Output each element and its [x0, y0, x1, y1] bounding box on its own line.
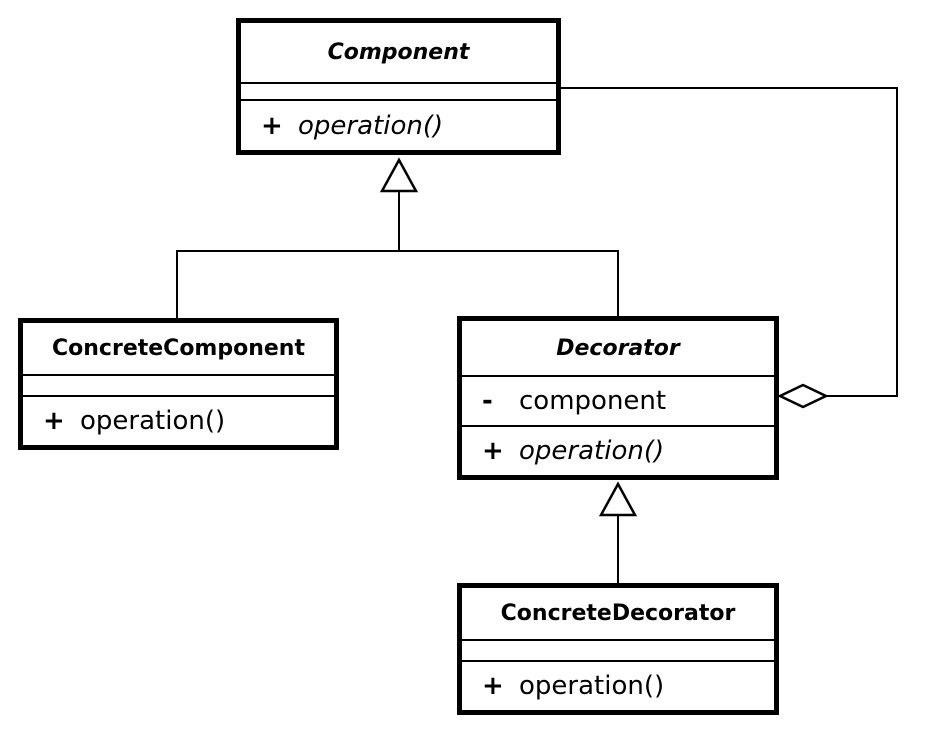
aggregation-line: [561, 87, 898, 397]
visibility-sign: +: [261, 110, 283, 141]
visibility-sign: +: [43, 406, 65, 436]
attributes-section: [241, 82, 556, 99]
operation-row: + operation(): [462, 662, 774, 710]
generalization-triangle-icon: [379, 157, 419, 193]
class-title: ConcreteComponent: [52, 336, 305, 361]
operations-section: + operation(): [462, 660, 774, 710]
operation-label: operation(): [519, 671, 665, 701]
class-title: Component: [327, 40, 470, 65]
class-box-decorator: Decorator - component + operation(): [457, 316, 779, 480]
operation-label: operation(): [519, 436, 665, 466]
operation-row: + operation(): [241, 101, 556, 150]
generalization-triangle-icon: [598, 481, 638, 517]
class-title: Decorator: [556, 335, 680, 361]
operation-row: + operation(): [462, 427, 774, 475]
generalization-branch-line: [176, 250, 619, 318]
operation-row: + operation(): [23, 397, 334, 445]
attribute-row: - component: [462, 377, 774, 425]
aggregation-diamond-icon: [777, 383, 829, 409]
visibility-sign: -: [482, 386, 493, 416]
operation-label: operation(): [298, 110, 444, 141]
class-box-concrete-decorator: ConcreteDecorator + operation(): [457, 583, 779, 715]
visibility-sign: +: [482, 671, 504, 701]
operations-section: + operation(): [241, 99, 556, 150]
operations-section: + operation(): [23, 395, 334, 445]
visibility-sign: +: [482, 436, 504, 466]
operations-section: + operation(): [462, 425, 774, 475]
attributes-section: [462, 639, 774, 660]
operation-label: operation(): [80, 406, 226, 436]
class-title: ConcreteDecorator: [500, 601, 736, 626]
class-box-component: Component + operation(): [236, 18, 561, 155]
class-box-concrete-component: ConcreteComponent + operation(): [18, 318, 339, 450]
attribute-label: component: [519, 386, 667, 416]
attributes-section: - component: [462, 375, 774, 425]
attributes-section: [23, 374, 334, 395]
